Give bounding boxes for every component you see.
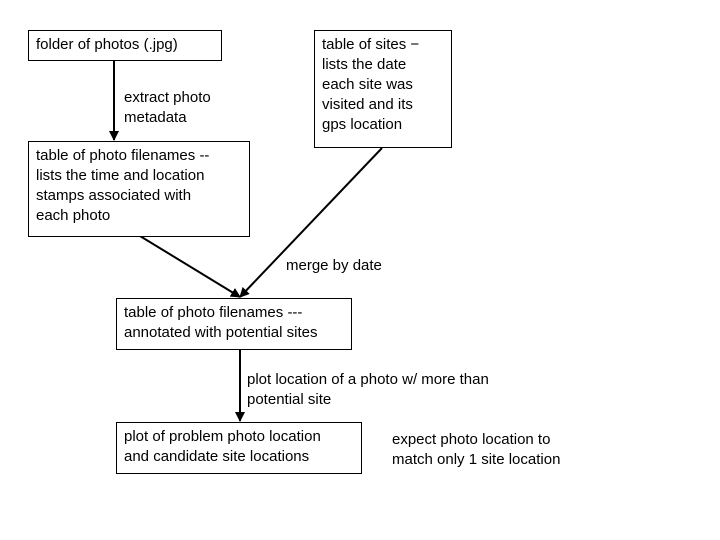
arrow-sites-to-annotated [239,147,383,298]
problem-plot-node: plot of problem photo location and candi… [116,422,362,474]
annotated-table-node: table of photo filenames --- annotated w… [116,298,352,350]
expectation-note: expect photo location to match only 1 si… [392,431,561,468]
extract-metadata-label: extract photo metadata [124,89,211,126]
merge-by-date-label: merge by date [286,257,382,274]
photos-folder-node: folder of photos (.jpg) [28,30,222,61]
plot-location-label: plot location of a photo w/ more than po… [247,371,489,408]
photo-filenames-table-node: table of photo filenames -- lists the ti… [28,141,250,237]
arrow-filenames-to-annotated [139,235,241,298]
sites-table-node: table of sites − lists the date each sit… [314,30,452,148]
